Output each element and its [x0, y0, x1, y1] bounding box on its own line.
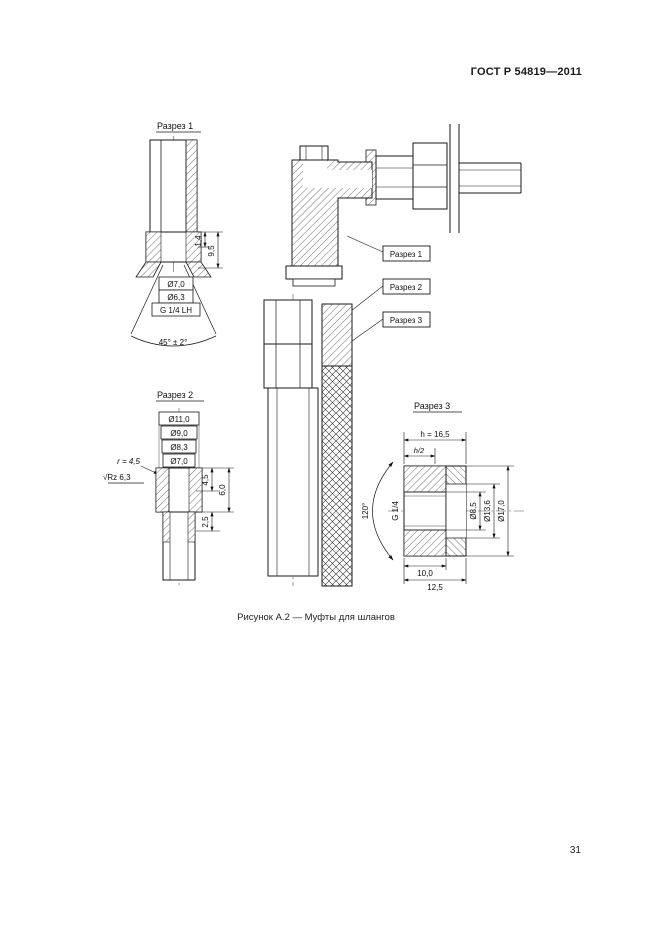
section1-height-large-dim: 9,5 [207, 245, 216, 257]
dim-box-thread [151, 302, 201, 317]
doc-header: ГОСТ Р 54819—2011 [470, 66, 582, 78]
label-box-razrez-2 [382, 278, 431, 295]
fitting-hex-upper [263, 299, 313, 345]
section3-right-dims: Ø8,5 Ø13,6 Ø17,0 [446, 465, 514, 557]
view-hose-fitting [263, 294, 353, 587]
assembly-label-razrez-3: Разрез 3 [390, 316, 423, 325]
section1-height-small-dim: 1,4 [194, 235, 203, 247]
section3-thread-dim: G 1/4 [391, 501, 400, 521]
section1-angle-dim: 45° ± 2° [159, 338, 188, 347]
section3-d2-dim: Ø13,6 [483, 500, 492, 522]
section3-h2-dim: h/2 [414, 446, 425, 455]
section2-v3-dim: 2,5 [201, 516, 210, 528]
label-box-razrez-1 [382, 245, 431, 262]
section2-title: Разрез 2 [157, 390, 193, 400]
view-assembly: Разрез 1 Разрез 2 Разрез 3 [285, 124, 522, 342]
section1-dim-boxes: Ø7,0 Ø6,3 G 1/4 LH [151, 276, 201, 317]
section2-d3-dim: Ø8,3 [170, 443, 188, 452]
section1-right-dims: 1,4 9,5 [194, 231, 223, 269]
section2-roughness-dim: √Rz 6,3 [103, 473, 131, 482]
section3-bottom-dims: 10,0 12,5 [403, 558, 467, 592]
view-section-2: Разрез 2 Ø11,0 Ø9,0 Ø8,3 Ø7,0 r = 4,5 √R… [103, 390, 234, 588]
section3-d1-dim: Ø8,5 [469, 502, 478, 520]
section3-b1-dim: 10,0 [417, 569, 433, 578]
section2-d1-dim: Ø11,0 [168, 415, 190, 424]
fitting-hex-lower [263, 343, 313, 389]
section2-d4-dim: Ø7,0 [170, 457, 188, 466]
section1-title: Разрез 1 [157, 121, 193, 131]
figure-caption: Рисунок А.2 — Муфты для шлангов [237, 612, 395, 623]
assembly-label-razrez-1: Разрез 1 [390, 250, 423, 259]
assembly-labels: Разрез 1 Разрез 2 Разрез 3 [346, 235, 431, 342]
fitting-tube [267, 387, 319, 577]
assembly-hex-nut [412, 142, 448, 210]
label-box-razrez-3 [382, 311, 431, 328]
section1-d1-dim: Ø7,0 [167, 280, 185, 289]
section3-top-dims: h = 16,5 h/2 [403, 430, 467, 464]
view-section-3: Разрез 3 h = 16,5 h/2 [361, 401, 524, 592]
section3-h-dim: h = 16,5 [420, 430, 450, 439]
section3-title: Разрез 3 [414, 401, 450, 411]
section2-dim-boxes: Ø11,0 Ø9,0 Ø8,3 Ø7,0 [158, 411, 200, 468]
section2-v1-dim: 4,5 [201, 474, 210, 486]
page-number: 31 [569, 845, 581, 856]
assembly-label-razrez-2: Разрез 2 [390, 283, 423, 292]
hose-braid [321, 365, 353, 587]
section2-d2-dim: Ø9,0 [170, 429, 188, 438]
section2-right-dims: 4,5 6,0 2,5 [196, 467, 234, 532]
section3-b2-dim: 12,5 [427, 583, 443, 592]
section1-d2-dim: Ø6,3 [167, 293, 185, 302]
section2-v2-dim: 6,0 [218, 484, 227, 496]
fitting-section-block [321, 303, 353, 367]
section2-radius-dim: r = 4,5 [117, 457, 140, 466]
section1-thread-dim: G 1/4 LH [160, 306, 192, 315]
view-section-1: Разрез 1 45° ± 2° Ø7,0 [130, 121, 223, 347]
section3-d3-dim: Ø17,0 [497, 500, 506, 522]
section3-angle-dim: 120° [361, 503, 370, 520]
